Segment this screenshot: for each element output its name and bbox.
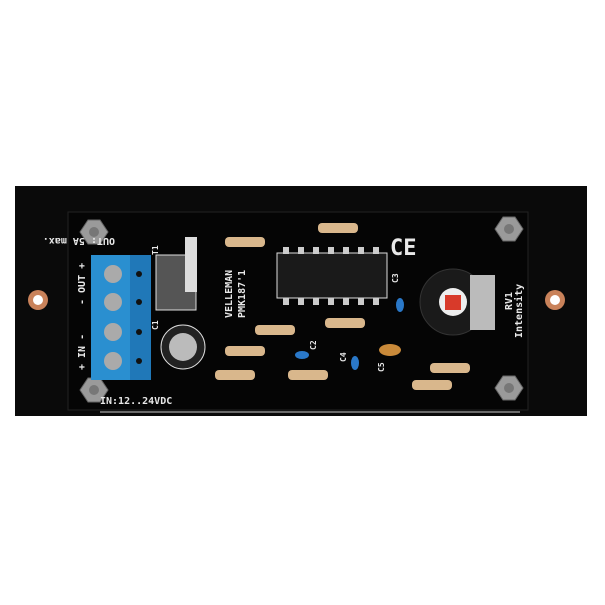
resistor (225, 237, 265, 247)
t1-label: T1 (151, 245, 160, 255)
mounting-hole-right (545, 290, 565, 310)
brand-label: VELLEMAN (224, 270, 235, 318)
mounting-hole-left (28, 290, 48, 310)
hex-nut (494, 216, 524, 242)
ce-mark: CE (390, 236, 417, 261)
resistor (255, 325, 295, 335)
model-label: PMK187'1 (237, 270, 248, 318)
ic-chip (276, 247, 388, 305)
transistor-t1 (155, 237, 197, 311)
c3-label: C3 (391, 273, 400, 283)
pot-function-label: Intensity (513, 284, 525, 338)
capacitor-c3 (396, 298, 404, 312)
resistor (318, 223, 358, 233)
hex-nut (494, 375, 524, 401)
c1-label: C1 (151, 320, 160, 330)
potentiometer-rv1[interactable] (419, 268, 495, 336)
input-rating-label: IN:12..24VDC (100, 396, 172, 407)
output-rating-label: OUT: 5A max. (43, 235, 115, 246)
resistor (430, 363, 470, 373)
hex-nut (79, 219, 109, 245)
c4-label: C4 (339, 352, 348, 362)
c2-label: C2 (309, 340, 318, 350)
resistors (215, 223, 470, 390)
hex-nut (79, 377, 109, 403)
terminal-out-label: - OUT + (77, 263, 88, 305)
capacitor-c4 (351, 356, 359, 370)
pot-knob[interactable] (445, 295, 461, 310)
capacitor-c5 (379, 344, 401, 356)
terminal-block (91, 255, 151, 380)
c5-label: C5 (377, 362, 386, 372)
resistor (325, 318, 365, 328)
resistor (225, 346, 265, 356)
resistor (215, 370, 255, 380)
pot-ref-label: RV1 (504, 292, 515, 310)
resistor (412, 380, 452, 390)
terminal-in-label: + IN - (77, 334, 88, 370)
resistor (288, 370, 328, 380)
capacitor-c1 (160, 324, 206, 370)
capacitor-c2 (295, 351, 309, 359)
